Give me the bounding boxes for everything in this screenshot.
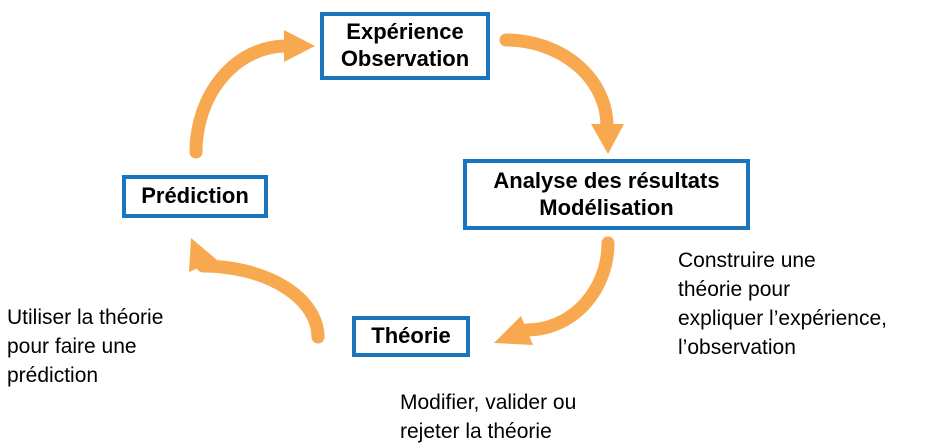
annotation-utiliser-theorie: Utiliser la théorie pour faire une prédi… <box>7 306 164 387</box>
annotation-modifier-theorie: Modifier, valider ou rejeter la théorie <box>400 391 577 443</box>
arrow-experience-to-analyse-icon <box>499 33 624 154</box>
box-prediction: Prédiction <box>122 175 268 218</box>
annotation-construire-theorie: Construire une théorie pour expliquer l’… <box>678 249 887 359</box>
arrow-prediction-to-experience-icon <box>189 30 315 159</box>
box-experience-observation: Expérience Observation <box>320 12 490 80</box>
arrow-analyse-to-theorie-icon <box>494 236 615 345</box>
box-theorie: Théorie <box>352 316 470 357</box>
box-analyse-modelisation: Analyse des résultats Modélisation <box>463 159 750 230</box>
arrow-theorie-to-prediction-icon <box>189 238 325 344</box>
